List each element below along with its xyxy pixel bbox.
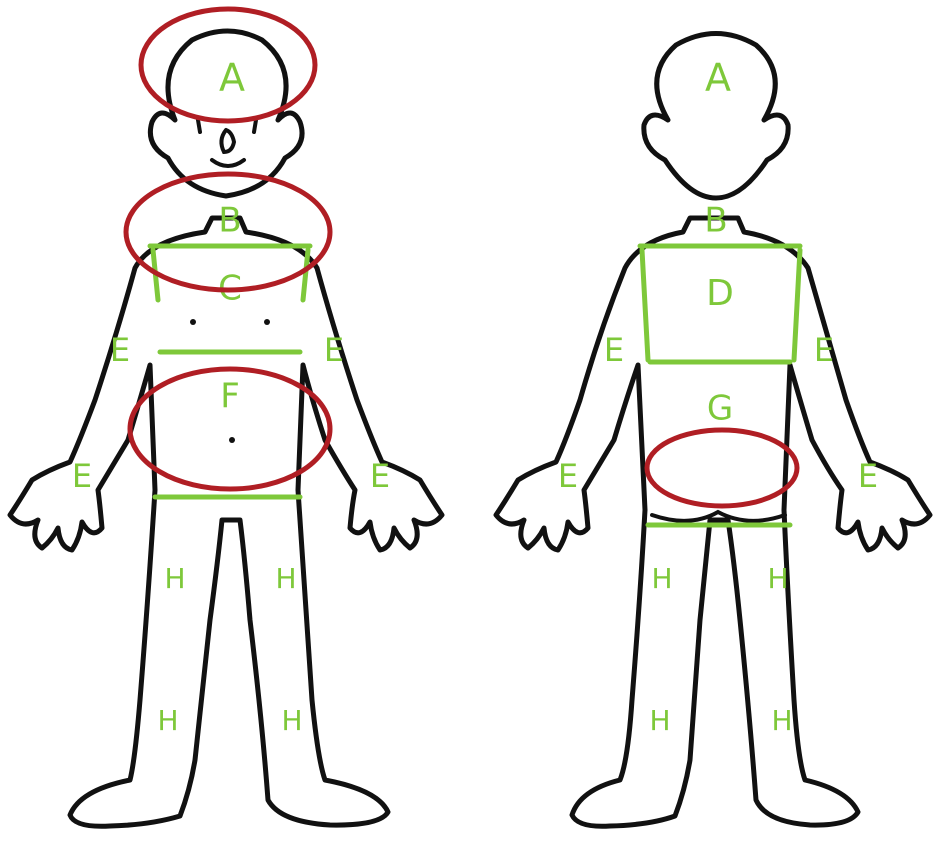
front-cheek-left (198, 120, 200, 132)
front-zone-b: B (218, 201, 241, 241)
back-zone-e-hand-left: E (558, 457, 578, 495)
back-zone-h-thigh-left: H (651, 562, 672, 595)
front-zone-e-upper-right: E (324, 331, 344, 369)
front-nipple-left (190, 319, 196, 325)
front-nipple-right (264, 319, 270, 325)
front-zone-f: F (220, 377, 240, 417)
front-zone-e-hand-right: E (370, 457, 390, 495)
back-zone-h-thigh-right: H (767, 562, 788, 595)
front-zone-h-shin-right: H (281, 704, 302, 737)
front-zone-h-shin-left: H (157, 704, 178, 737)
back-zone-h-shin-left: H (649, 704, 670, 737)
back-zone-e-upper-right: E (814, 331, 834, 369)
back-zone-d: D (706, 273, 734, 314)
front-body-outline (10, 218, 442, 826)
back-zone-a: A (705, 56, 731, 100)
front-zone-h-thigh-right: H (275, 562, 296, 595)
front-navel (229, 437, 235, 443)
front-zone-e-hand-left: E (72, 457, 92, 495)
front-zone-a: A (219, 56, 245, 100)
back-zone-g: G (707, 389, 733, 429)
back-zone-e-upper-left: E (604, 331, 624, 369)
front-zone-h-thigh-left: H (164, 562, 185, 595)
front-zone-e-upper-left: E (110, 331, 130, 369)
back-figure: A B D E E G E E H H H H (496, 34, 930, 827)
front-cheek-right (254, 120, 256, 132)
back-zone-b: B (704, 201, 727, 241)
back-zone-e-hand-right: E (858, 457, 878, 495)
back-zone-h-shin-right: H (771, 704, 792, 737)
front-figure: A B C E E F E E H H H H (10, 9, 442, 826)
